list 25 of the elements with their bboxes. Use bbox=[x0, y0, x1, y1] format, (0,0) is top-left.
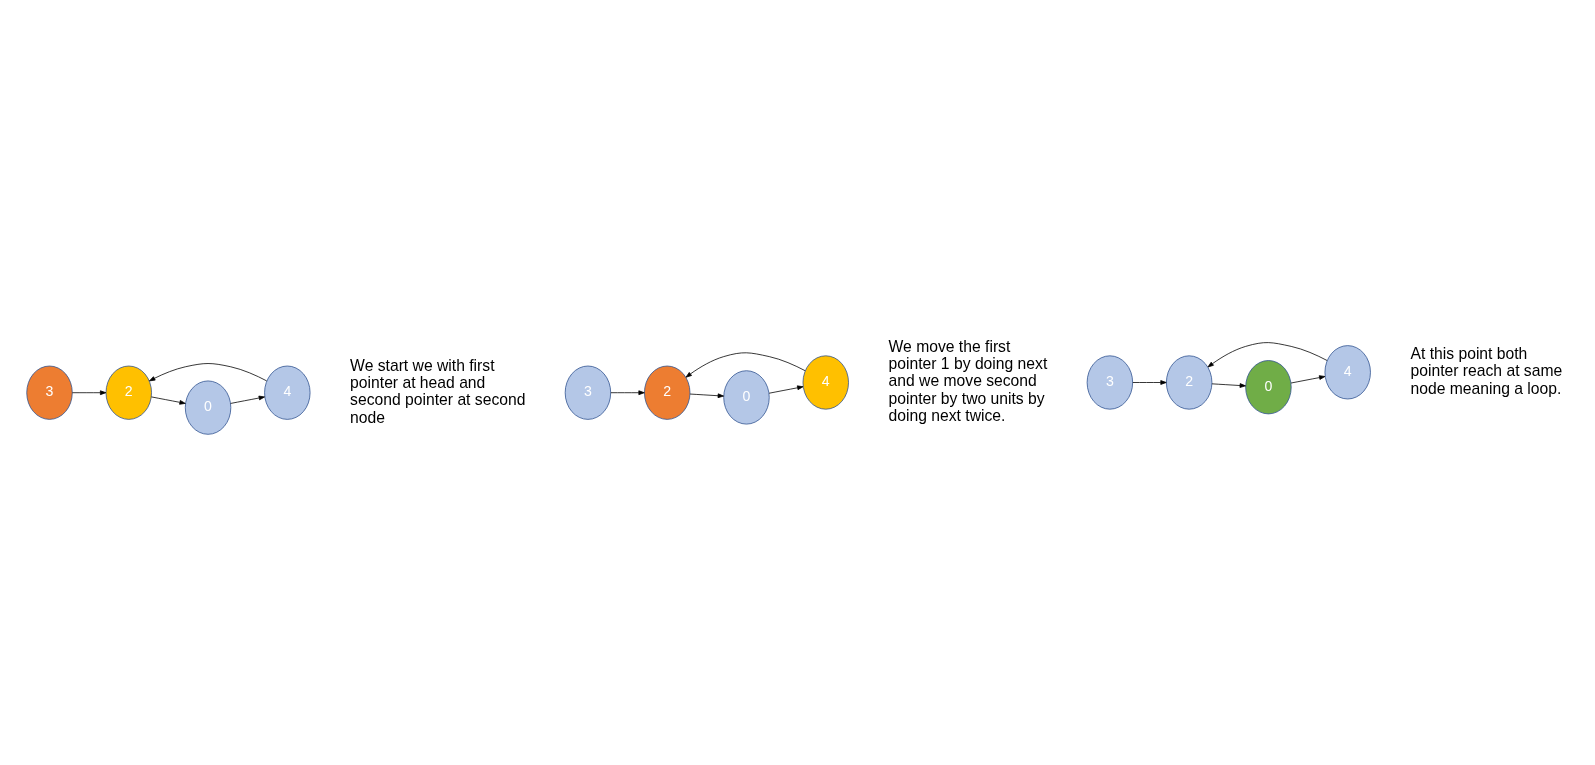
arrow bbox=[151, 396, 186, 405]
node-ellipse: 0 bbox=[184, 380, 232, 435]
node-ellipse: 3 bbox=[1086, 355, 1134, 410]
arrow bbox=[610, 390, 645, 395]
arrow bbox=[768, 385, 804, 394]
label: We move the first pointer 1 by doing next and we move second pointer by two units by doing next twice. bbox=[888, 337, 1048, 424]
arrow bbox=[71, 390, 107, 395]
node-ellipse: 0 bbox=[1245, 360, 1292, 415]
label: At this point both pointer reach at same node meaning a loop. bbox=[1410, 344, 1563, 397]
arrow bbox=[230, 395, 265, 404]
arrow bbox=[689, 393, 724, 399]
node-ellipse: 4 bbox=[264, 365, 311, 420]
label: We start we with first pointer at head and second pointer at second node bbox=[350, 356, 526, 426]
node-ellipse: 4 bbox=[802, 355, 849, 410]
node-ellipse: 3 bbox=[564, 365, 612, 420]
arrow bbox=[149, 363, 268, 382]
node-ellipse: 4 bbox=[1324, 345, 1371, 400]
arrow bbox=[1290, 375, 1326, 384]
arrow bbox=[1207, 342, 1328, 368]
node-ellipse: 2 bbox=[105, 365, 152, 420]
arrow bbox=[1211, 383, 1246, 388]
arrow bbox=[1132, 380, 1167, 385]
node-ellipse: 3 bbox=[26, 365, 73, 420]
arrow bbox=[685, 352, 806, 378]
node-ellipse: 0 bbox=[723, 370, 770, 425]
